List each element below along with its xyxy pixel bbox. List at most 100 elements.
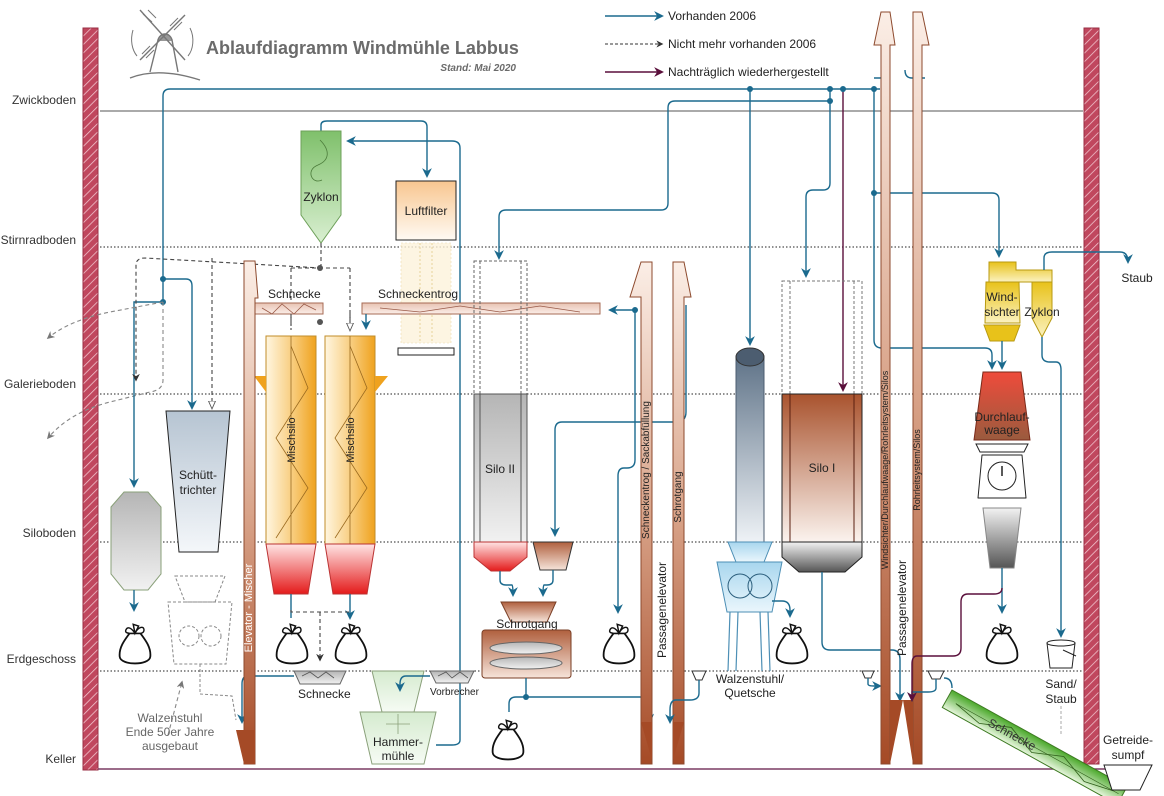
roller (747, 573, 773, 599)
schrotgang-hopper (500, 601, 557, 623)
screw-flight (301, 671, 335, 679)
floor-label-siloboden: Siloboden (23, 526, 76, 540)
pipe-silo1-elevator (821, 572, 905, 702)
luftfilter-bags (400, 242, 452, 344)
removed-outflow-2 (47, 302, 164, 440)
pipe-hopper-schrotgang (538, 570, 554, 597)
cyclone-spiral-icon (310, 139, 328, 182)
schrotgang-label: Schrotgang (496, 617, 557, 631)
mischsilo-2 (324, 335, 388, 595)
junction-dot (317, 319, 323, 325)
small-hopper (691, 670, 707, 681)
elevator-right-a-label: Windsichter/Durchlaufwaage/Rohrleitsyste… (880, 370, 890, 569)
floor-label-galerieboden: Galerieboden (4, 377, 76, 391)
junction-dot (871, 86, 877, 92)
silo2-removed-upper (473, 260, 528, 395)
junction-dot (632, 307, 638, 313)
elevator-boot (890, 700, 913, 764)
junction-dot (523, 694, 529, 700)
schuetttrichter-label-2: trichter (180, 483, 217, 497)
schneckentrog-label: Schneckentrog (378, 287, 458, 301)
walzenstuhl-quetsche-label-1: Walzenstuhl/ (716, 672, 785, 686)
elevator-right-b-label: Rohrleitsystem/Silos (912, 429, 922, 511)
luftfilter-base (397, 347, 455, 356)
silo2-label: Silo II (485, 462, 515, 476)
passagenelevator-left-label: Passagenelevator (655, 562, 669, 658)
vorbrecher (429, 670, 475, 684)
waage-outlet (982, 507, 1022, 569)
junction-dot (871, 190, 877, 196)
hammer-rotor (386, 714, 410, 734)
millstone-lower (489, 656, 563, 670)
walzenstuhl-old-label-1: Walzenstuhl (138, 711, 203, 725)
zyklon-top-label: Zyklon (303, 190, 338, 204)
vorbrecher-label: Vorbrecher (430, 687, 480, 698)
pipe-zyklon-luftfilter (320, 120, 432, 178)
elevator-mischer (243, 260, 259, 765)
removed-pipe-schnecke (290, 610, 350, 660)
sack-icon (334, 623, 368, 665)
floor-label-stirnradboden: Stirnradboden (1, 233, 76, 247)
pipe-vorbrecher-hammer (395, 675, 430, 692)
pipe-silo2-schrotgang (499, 571, 518, 597)
windmill-icon (129, 9, 201, 81)
getreidesumpf-label-2: sumpf (1112, 748, 1145, 762)
elevator-mischer-label: Elevator - Mischer (243, 563, 255, 652)
durchlaufwaage-label-2: waage (983, 423, 1020, 437)
schuetttrichter (165, 410, 231, 553)
small-hopper (861, 670, 875, 679)
pipe-to-schnecke-keller (943, 677, 953, 689)
passagenelevator-left-b (672, 261, 692, 765)
schnecke-top-label: Schnecke (268, 287, 321, 301)
hammermuehle-hopper (371, 670, 425, 713)
elevator-boot (641, 722, 684, 760)
sack-icon (491, 719, 525, 761)
durchlaufwaage-label-1: Durchlauf- (974, 410, 1029, 424)
pipe-restored-waage-elevator (907, 587, 1003, 702)
pipe-schrotgang-out (508, 678, 650, 722)
junction-dot (827, 86, 833, 92)
schnecke-bottom (293, 670, 347, 685)
mischsilo-2-label: Mischsilo (345, 417, 357, 462)
walzenstuhl-removed-pointer (167, 680, 185, 736)
floor-label-zwickboden: Zwickboden (12, 93, 76, 107)
junction-dot (160, 276, 166, 282)
legend-label-restored: Nachträglich wiederhergestellt (668, 65, 829, 79)
windsichter-label-1: Wind- (986, 290, 1017, 304)
millstone-upper (489, 641, 563, 655)
passagenelevator-right-label: Passagenelevator (895, 560, 909, 656)
hammermuehle-label-1: Hammer- (373, 735, 423, 749)
pipe-elevator-to-hopper (550, 305, 687, 537)
sack-icon (602, 623, 636, 665)
floor-label-keller: Keller (45, 752, 76, 766)
silo2-hopper (473, 541, 528, 572)
pipe-walzenstuhl-sack (772, 600, 795, 618)
schnecke-bottom-label: Schnecke (298, 687, 351, 701)
walzenstuhl-old-label-3: ausgebaut (142, 739, 199, 753)
legend-label-existing: Vorhanden 2006 (668, 9, 756, 23)
pipe-hopper-elevator (665, 680, 700, 724)
pipe-elevator-sack (613, 310, 636, 614)
walzenstuhl-quetsche (716, 561, 783, 613)
walzenstuhl-bin (735, 355, 765, 543)
luftfilter (395, 180, 457, 241)
right-wall (1083, 27, 1100, 765)
walzenstuhl-old-label-2: Ende 50er Jahre (126, 725, 215, 739)
silo2 (473, 393, 528, 543)
pipe-small-hopper (867, 678, 882, 691)
walzenstuhl-hopper (727, 541, 773, 563)
hammermuehle-label-2: mühle (382, 749, 415, 763)
schuetttrichter-label-1: Schütt- (179, 468, 217, 482)
pipe-hopper-elevator-right (907, 679, 937, 702)
junction-dot (827, 98, 833, 104)
junction-dot (840, 86, 846, 92)
scale-icon (975, 443, 1029, 499)
elevator-left-a-label: Schneckentrog / Sackabfüllung (641, 401, 652, 539)
elevator-left-b-label: Schrotgang (673, 471, 684, 522)
pipe-to-silo1 (801, 89, 831, 278)
staub-label: Staub (1121, 271, 1153, 285)
walzenstuhl-quetsche-label-2: Quetsche (724, 686, 776, 700)
durchlaufwaage (973, 371, 1031, 441)
getreidesumpf (1103, 764, 1153, 791)
left-wall (82, 27, 99, 771)
